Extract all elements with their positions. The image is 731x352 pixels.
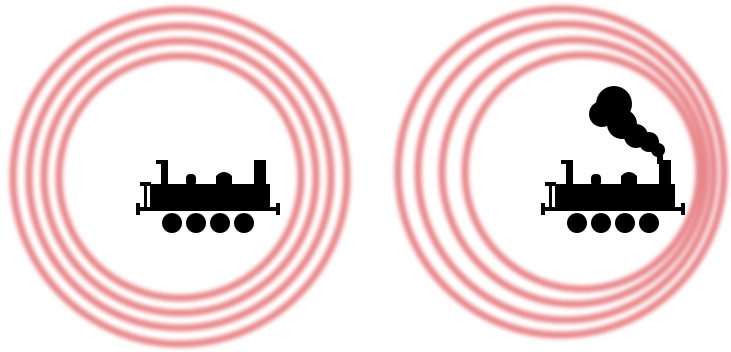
steady-locomotive-graphic	[0, 0, 366, 352]
concentric-rings-icon	[398, 9, 724, 335]
smoke-plume-icon	[589, 86, 665, 164]
locomotive-icon	[136, 160, 280, 233]
steaming-locomotive-panel	[366, 0, 731, 352]
steady-locomotive-panel	[0, 0, 366, 352]
locomotive-icon	[541, 160, 685, 233]
concentric-rings-icon	[13, 10, 347, 344]
steaming-locomotive-graphic	[366, 0, 731, 352]
